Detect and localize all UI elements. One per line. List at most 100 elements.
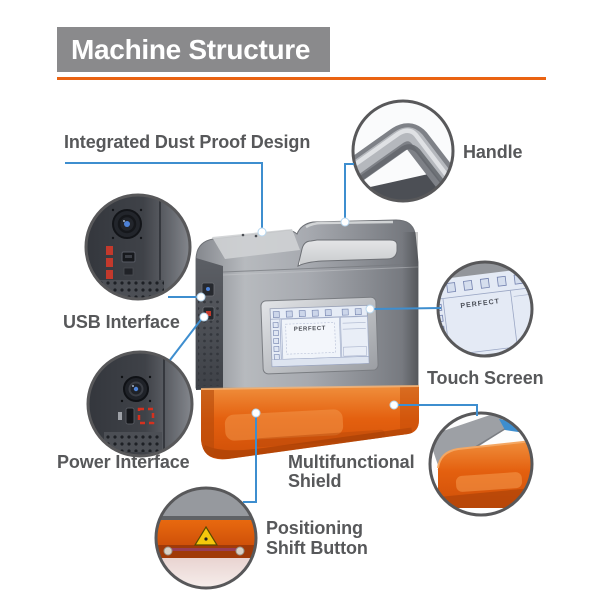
callout-dot-handle	[340, 217, 350, 227]
shield-corner-bottom	[438, 488, 532, 508]
front-dark-strip	[156, 545, 256, 558]
connector-speck	[132, 385, 134, 387]
label-dust-proof: Integrated Dust Proof Design	[64, 132, 311, 152]
screen-toolbar-icons	[272, 308, 362, 318]
fan-blades	[117, 214, 137, 234]
aux-socket	[123, 267, 134, 276]
machine-illustration: PERFECT	[195, 219, 420, 460]
fan-speck	[123, 220, 125, 222]
positioning-callout-circle	[154, 486, 258, 590]
shield-callout-content	[430, 413, 532, 515]
usb-callout-content	[86, 195, 190, 299]
label-line-2: Shift Button	[266, 538, 368, 558]
shield-callout-circle	[428, 411, 534, 517]
handle-bar-shadow	[353, 144, 453, 195]
warning-glyph	[204, 537, 208, 541]
shift-button-left	[163, 546, 173, 556]
label-usb-interface: USB Interface	[63, 312, 180, 332]
shield-corner-rim	[437, 440, 532, 469]
touch-screen-panel: PERFECT	[260, 296, 379, 375]
callout-line-handle	[344, 163, 354, 221]
usb-port-pin	[206, 287, 210, 291]
callout-dot-shield	[389, 400, 399, 410]
callout-dot-power	[199, 312, 209, 322]
callout-lines	[65, 162, 478, 503]
screw-dot	[139, 208, 143, 212]
label-line-2: Shield	[288, 471, 342, 491]
handle-callout-circle	[351, 99, 455, 203]
connector-pin	[133, 386, 139, 392]
label-handle: Handle	[463, 142, 523, 162]
machine-top-face	[212, 229, 300, 259]
body-seam-line	[222, 263, 419, 273]
laser-warning-icon	[193, 525, 219, 546]
screw-dot	[111, 236, 115, 240]
orange-shield-base	[200, 385, 420, 460]
shield-slot-highlight	[455, 472, 523, 492]
screen-toolbar-divider	[270, 315, 368, 320]
callout-line-power	[169, 316, 204, 361]
screw-dot	[111, 208, 115, 212]
screw-dot	[120, 375, 124, 379]
warning-sticker	[106, 270, 113, 279]
top-vent-dot	[254, 234, 258, 238]
usb-socket-slot	[125, 255, 132, 258]
power-callout-content	[88, 352, 192, 456]
zoom-canvas-text: PERFECT	[460, 298, 500, 310]
power-port-mark	[206, 311, 211, 316]
page-title: Machine Structure	[57, 27, 330, 72]
connector-ring	[128, 381, 144, 397]
screw-dot	[148, 399, 152, 403]
warning-sticker	[106, 258, 113, 267]
screen-sidebar-icons	[272, 322, 280, 360]
handle-callout-content	[353, 101, 453, 201]
zoom-toolbar-icons	[446, 273, 524, 293]
power-callout-circle	[86, 350, 194, 458]
screen-canvas-text: PERFECT	[294, 326, 326, 333]
body-right-shade	[402, 232, 418, 388]
fan-hub	[124, 221, 130, 227]
zoom-panel-divider	[510, 290, 518, 347]
label-touch-screen: Touch Screen	[427, 368, 544, 388]
screw-dot	[139, 236, 143, 240]
callout-dot-positioning	[251, 408, 261, 418]
panel-line	[342, 328, 366, 330]
top-vent-dot	[241, 233, 245, 237]
callout-dots	[196, 217, 399, 418]
body-seam-highlight	[222, 266, 419, 276]
callout-dot-dust-proof	[257, 227, 267, 237]
shield-top-rim	[200, 385, 420, 390]
shield-left-shade	[201, 390, 214, 456]
accent-divider	[57, 77, 546, 80]
shift-button-right	[235, 546, 245, 556]
screen-canvas-guide	[285, 322, 336, 355]
red-frame-icon	[137, 407, 155, 425]
callout-line-positioning	[243, 414, 257, 503]
callout-dot-touchscreen	[365, 304, 375, 314]
label-sticker	[118, 412, 122, 420]
shield-right-shade	[400, 387, 419, 435]
label-power-interface: Power Interface	[57, 452, 190, 472]
usb-callout-circle	[84, 193, 192, 301]
label-line-1: Multifunctional	[288, 452, 415, 472]
seam-strip	[156, 516, 256, 520]
vent-grid	[104, 432, 162, 452]
screw-dot	[148, 375, 152, 379]
label-multifunctional-shield: Multifunctional Shield	[288, 452, 415, 491]
callout-line-shield	[395, 404, 478, 416]
zoom-toolbar-divider	[438, 285, 532, 301]
label-line-1: Positioning	[266, 518, 363, 538]
callout-dot-usb	[196, 292, 206, 302]
label-positioning-shift-button: Positioning Shift Button	[266, 518, 368, 558]
warning-sticker	[106, 246, 113, 255]
callout-line-touchscreen	[370, 307, 442, 310]
power-switch-slot	[125, 407, 135, 425]
shield-inner-shadow	[255, 429, 385, 448]
callout-line-dust-proof	[65, 162, 263, 231]
zoom-panel-line	[513, 293, 532, 297]
screen-sidebar-divider	[279, 319, 282, 360]
panel-line	[342, 322, 366, 324]
handle-bar-highlight	[353, 128, 450, 179]
